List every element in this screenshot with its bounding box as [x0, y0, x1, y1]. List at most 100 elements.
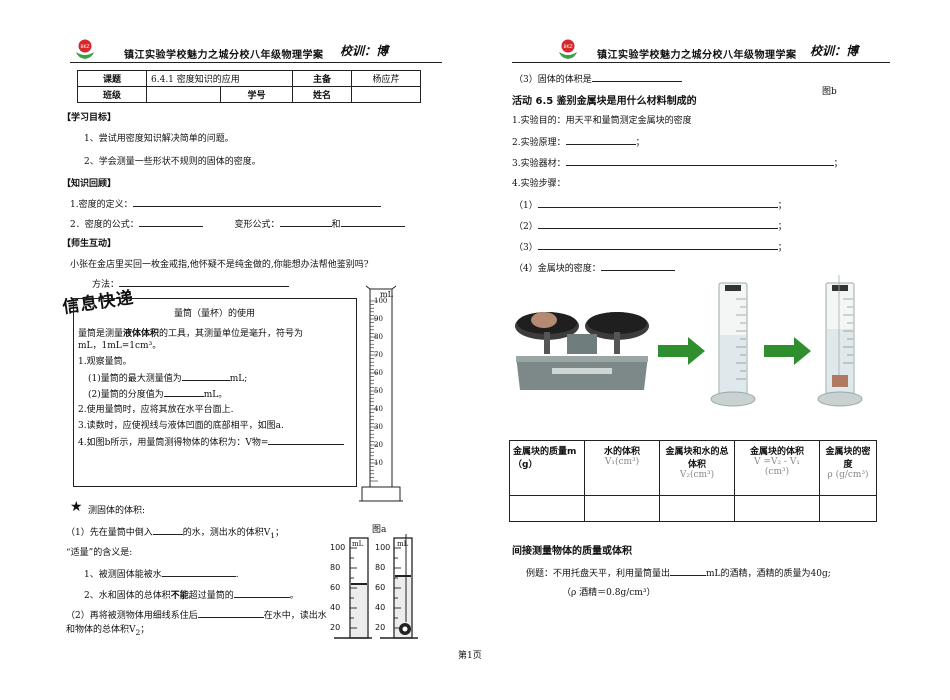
infobox-l5b: mL。: [203, 390, 228, 400]
infobox-l1a: 量筒是测量: [78, 329, 124, 339]
equipment-blank[interactable]: [565, 155, 834, 166]
arrow-right-icon: [658, 337, 705, 365]
equipment-label: 3.实验器材：: [512, 159, 566, 169]
meaning1-text: 1、被测固体能被水: [84, 570, 162, 580]
indirect-heading: 间接测量物体的质量或体积: [512, 546, 632, 557]
density-cell[interactable]: [819, 495, 877, 522]
solid1b: 的水，测出水的体积V: [182, 528, 271, 538]
variant-blank-2[interactable]: [340, 216, 405, 227]
cyl2-tick-label: 80: [375, 563, 386, 572]
step3-blank[interactable]: [537, 239, 778, 250]
cell-name-value[interactable]: [351, 86, 421, 103]
col-total-symbol: V₂(cm³): [679, 470, 715, 480]
step3-label: （3）: [514, 243, 538, 253]
cylinder-tick-label: 30: [374, 423, 383, 431]
cell-author-value: 杨应芹: [351, 70, 421, 87]
motto-right: 校训：博: [810, 44, 859, 58]
infobox-l8: 4.如图b所示，用量筒测得物体的体积为：V物=: [78, 438, 269, 448]
col-total-label: 金属块和水的总体积: [665, 447, 729, 470]
cylinder-tick-label: 40: [374, 405, 383, 413]
infobox-line-8: 4.如图b所示，用量筒测得物体的体积为：V物=: [78, 434, 345, 448]
col-water-label: 水的体积: [603, 447, 640, 457]
cyl1-tick-label: 100: [330, 543, 346, 552]
density-definition-blank[interactable]: [132, 196, 381, 207]
cylinder-tick-label: 100: [374, 297, 388, 305]
solid-step-2: （2）再将被测物体用细线系住后在水中，读出水: [66, 607, 327, 621]
meaning2b: 不能: [170, 591, 189, 601]
division-value-blank[interactable]: [163, 386, 204, 397]
object-volume-blank[interactable]: [268, 434, 345, 445]
review-2: 2．密度的公式： 变形公式： 和: [70, 216, 405, 230]
metal-volume-cell[interactable]: [734, 495, 820, 522]
solid2c: 和物体的总体积V: [66, 625, 136, 635]
solid-volume-blank[interactable]: [591, 71, 682, 82]
solid2d: ；: [140, 625, 150, 635]
infobox-title: 量筒（量杯）的使用: [174, 309, 256, 319]
step-2: （2）；: [514, 218, 787, 232]
svg-text:BKZ: BKZ: [563, 44, 572, 50]
solid2b: 在水中，读出水: [263, 611, 327, 621]
example-text-2: mL的酒精，酒精的质量为40g;: [706, 569, 831, 579]
ring-question: 小张在金店里买回一枚金戒指,他怀疑不是纯金做的,你能想办法帮他鉴别吗?: [70, 260, 369, 270]
solid-volume-line: （3）固体的体积是: [514, 71, 682, 85]
cylinder-photo-water: [710, 282, 756, 407]
cylinder-tick-label: 20: [374, 441, 383, 449]
range-blank[interactable]: [233, 587, 290, 598]
cylinder-unit: mL: [380, 290, 393, 299]
variant-blank-1[interactable]: [279, 216, 332, 227]
school-title-left: 镇江实验学校魅力之城分校八年级物理学案: [124, 50, 324, 61]
cell-class-value[interactable]: [146, 86, 221, 103]
mass-cell[interactable]: [509, 495, 585, 522]
cylinder-photo-metal: [817, 275, 863, 407]
infobox-line-1: 量筒是测量液体体积的工具，其测量单位是毫升，符号为: [78, 326, 303, 339]
example-text: 例题：不用托盘天平，利用量筒量出: [526, 569, 671, 579]
col-density: 金属块的密度 ρ (g/cm³): [819, 440, 877, 496]
density-result-blank[interactable]: [600, 260, 675, 271]
infobox-line-2: mL，1mL=1cm³。: [78, 341, 162, 351]
cylinders-figure-b: [334, 534, 418, 639]
goals-heading: 【学习目标】: [62, 113, 117, 123]
total-volume-cell[interactable]: [659, 495, 735, 522]
goal-2: 2、学会测量一些形状不规则的固体的密度。: [84, 157, 261, 167]
cyl2-tick-label: 40: [375, 603, 386, 612]
step-3: （3）；: [514, 239, 787, 253]
exp-principle: 2.实验原理：；: [512, 134, 645, 148]
max-value-blank[interactable]: [181, 370, 230, 381]
principle-blank[interactable]: [565, 134, 636, 145]
proper-water-blank[interactable]: [152, 524, 183, 535]
water-volume-cell[interactable]: [584, 495, 660, 522]
col-density-label: 金属块的密度: [825, 447, 871, 470]
formula-blank[interactable]: [138, 216, 203, 227]
infobox-l1c: 的工具，其测量单位是毫升，符号为: [159, 329, 304, 339]
submerged-blank[interactable]: [161, 566, 236, 577]
col-mass-label: 金属块的质量m（g）: [513, 447, 577, 470]
variant-formula-label: 变形公式：: [234, 220, 280, 230]
formula-label: 2．密度的公式：: [70, 220, 139, 230]
review-1-label: 1.密度的定义：: [70, 200, 133, 210]
col-density-unit: ρ (g/cm³): [827, 470, 869, 480]
alcohol-volume-blank[interactable]: [670, 565, 707, 576]
meaning2c: 超过量筒的: [188, 591, 234, 601]
figure-b-label: 图b: [822, 87, 837, 97]
exp-equipment: 3.实验器材：；: [512, 155, 843, 169]
step2-blank[interactable]: [537, 218, 778, 229]
solid1a: （1）先在量筒中倒入: [66, 528, 153, 538]
measuring-cylinder-infobox: [73, 298, 357, 487]
immersion-blank[interactable]: [197, 607, 264, 618]
exp-purpose: 1.实验目的：用天平和量筒测定金属块的密度: [512, 116, 692, 126]
balance-photo: [512, 298, 652, 396]
proper-meaning: “适量”的含义是:: [66, 548, 133, 558]
cylinder-tick-label: 10: [374, 459, 383, 467]
step-4: （4）金属块的密度：: [514, 260, 675, 274]
infobox-l1b: 液体体积: [123, 329, 160, 339]
step1-blank[interactable]: [537, 197, 778, 208]
and-label: 和: [331, 220, 341, 230]
header-rule-left: [70, 62, 442, 63]
cell-number-label: 学号: [220, 86, 293, 103]
method-blank[interactable]: [119, 276, 290, 287]
infobox-l4a: (1)量筒的最大测量值为: [88, 374, 182, 384]
cyl1-tick-label: 80: [330, 563, 341, 572]
infobox-line-3: 1.观察量筒。: [78, 357, 132, 367]
cylinder-tick-label: 50: [374, 387, 383, 395]
